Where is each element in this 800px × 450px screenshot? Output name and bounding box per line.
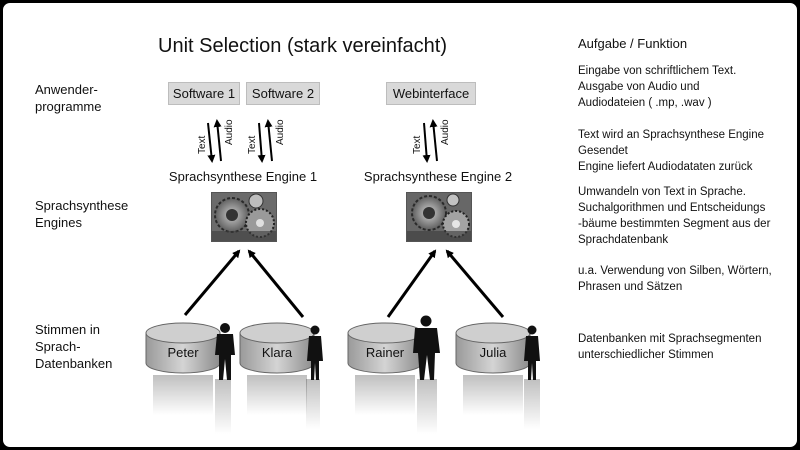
desc-line: Gesendet (578, 145, 628, 157)
floor-reflections (153, 375, 540, 434)
diagram-connectors (145, 119, 540, 434)
arrow-label-audio: Audio (224, 119, 235, 145)
desc-line: Sprachdatenbank (578, 234, 669, 246)
database-peter (145, 322, 221, 374)
function-column-heading: Aufgabe / Funktion (578, 36, 688, 51)
desc-line: Eingabe von schriftlichem Text. (578, 65, 737, 77)
arrow-label-audio: Audio (440, 119, 451, 145)
row-label-line: Anwender- (35, 82, 98, 97)
desc-line: Text wird an Sprachsynthese Engine (578, 129, 765, 141)
engine-label-1: Sprachsynthese Engine 1 (168, 169, 318, 184)
function-desc-apps: Eingabe von schriftlichem Text. Ausgabe … (578, 63, 793, 111)
app-box-software-2: Software 2 (246, 82, 320, 105)
text-audio-arrows-software-1 (207, 119, 222, 163)
database-label-klara: Klara (261, 345, 293, 360)
desc-line: -bäume bestimmten Segment aus der (578, 218, 771, 230)
row-label-line: Stimmen in (35, 322, 101, 337)
desc-line: Engine liefert Audiodataten zurück (578, 161, 753, 173)
desc-line: Audiodateien ( .mp, .wav ) (578, 97, 712, 109)
app-box-webinterface: Webinterface (386, 82, 476, 105)
person-silhouette-female-2 (524, 325, 540, 380)
database-label-julia: Julia (479, 345, 507, 360)
row-label-line: programme (35, 99, 102, 114)
desc-line: Umwandeln von Text in Sprache. (578, 186, 746, 198)
row-label-voices: Stimmen in Sprach- Datenbanken (35, 321, 112, 372)
row-label-line: Datenbanken (35, 356, 113, 371)
database-label-rainer: Rainer (365, 345, 405, 360)
text-audio-arrows-webinterface (422, 119, 438, 163)
engine-gears-image-1 (211, 192, 277, 242)
desc-line: u.a. Verwendung von Silben, Wörtern, (578, 265, 772, 277)
row-label-line: Engines (35, 215, 82, 230)
arrow-klara-to-engine-1 (247, 249, 305, 318)
person-silhouette-female-1 (307, 325, 323, 380)
arrow-rainer-to-engine-2 (386, 249, 437, 318)
arrow-label-text: Text (197, 135, 208, 154)
person-silhouette-male-2 (413, 315, 440, 380)
arrow-julia-to-engine-2 (445, 249, 505, 318)
person-silhouette-male-1 (215, 323, 235, 380)
database-rainer (347, 322, 423, 374)
text-audio-arrows-software-2 (257, 119, 273, 163)
desc-line: Phrasen und Sätzen (578, 281, 683, 293)
row-label-line: Sprach- (35, 339, 81, 354)
function-desc-databases: Datenbanken mit Sprachsegmenten untersch… (578, 331, 793, 363)
desc-line: unterschiedlicher Stimmen (578, 349, 714, 361)
diagram-title: Unit Selection (stark vereinfacht) (158, 35, 448, 57)
engine-gears-image-2 (406, 192, 472, 242)
app-box-software-1: Software 1 (168, 82, 240, 105)
function-desc-engines: Umwandeln von Text in Sprache. Suchalgor… (578, 184, 793, 248)
row-label-line: Sprachsynthese (35, 198, 129, 213)
row-label-engines: Sprachsynthese Engines (35, 197, 128, 231)
database-label-peter: Peter (167, 345, 199, 360)
desc-line: Ausgabe von Audio und (578, 81, 700, 93)
arrow-label-text: Text (412, 135, 423, 154)
function-desc-units: u.a. Verwendung von Silben, Wörtern, Phr… (578, 263, 793, 295)
arrow-peter-to-engine-1 (183, 249, 241, 316)
engine-label-2: Sprachsynthese Engine 2 (363, 169, 513, 184)
desc-line: Suchalgorithmen und Entscheidungs (578, 202, 766, 214)
arrow-label-audio: Audio (275, 119, 286, 145)
arrow-label-text: Text (247, 135, 258, 154)
function-desc-arrows: Text wird an Sprachsynthese Engine Gesen… (578, 127, 793, 175)
desc-line: Datenbanken mit Sprachsegmenten (578, 333, 762, 345)
row-label-apps: Anwender- programme (35, 81, 101, 115)
